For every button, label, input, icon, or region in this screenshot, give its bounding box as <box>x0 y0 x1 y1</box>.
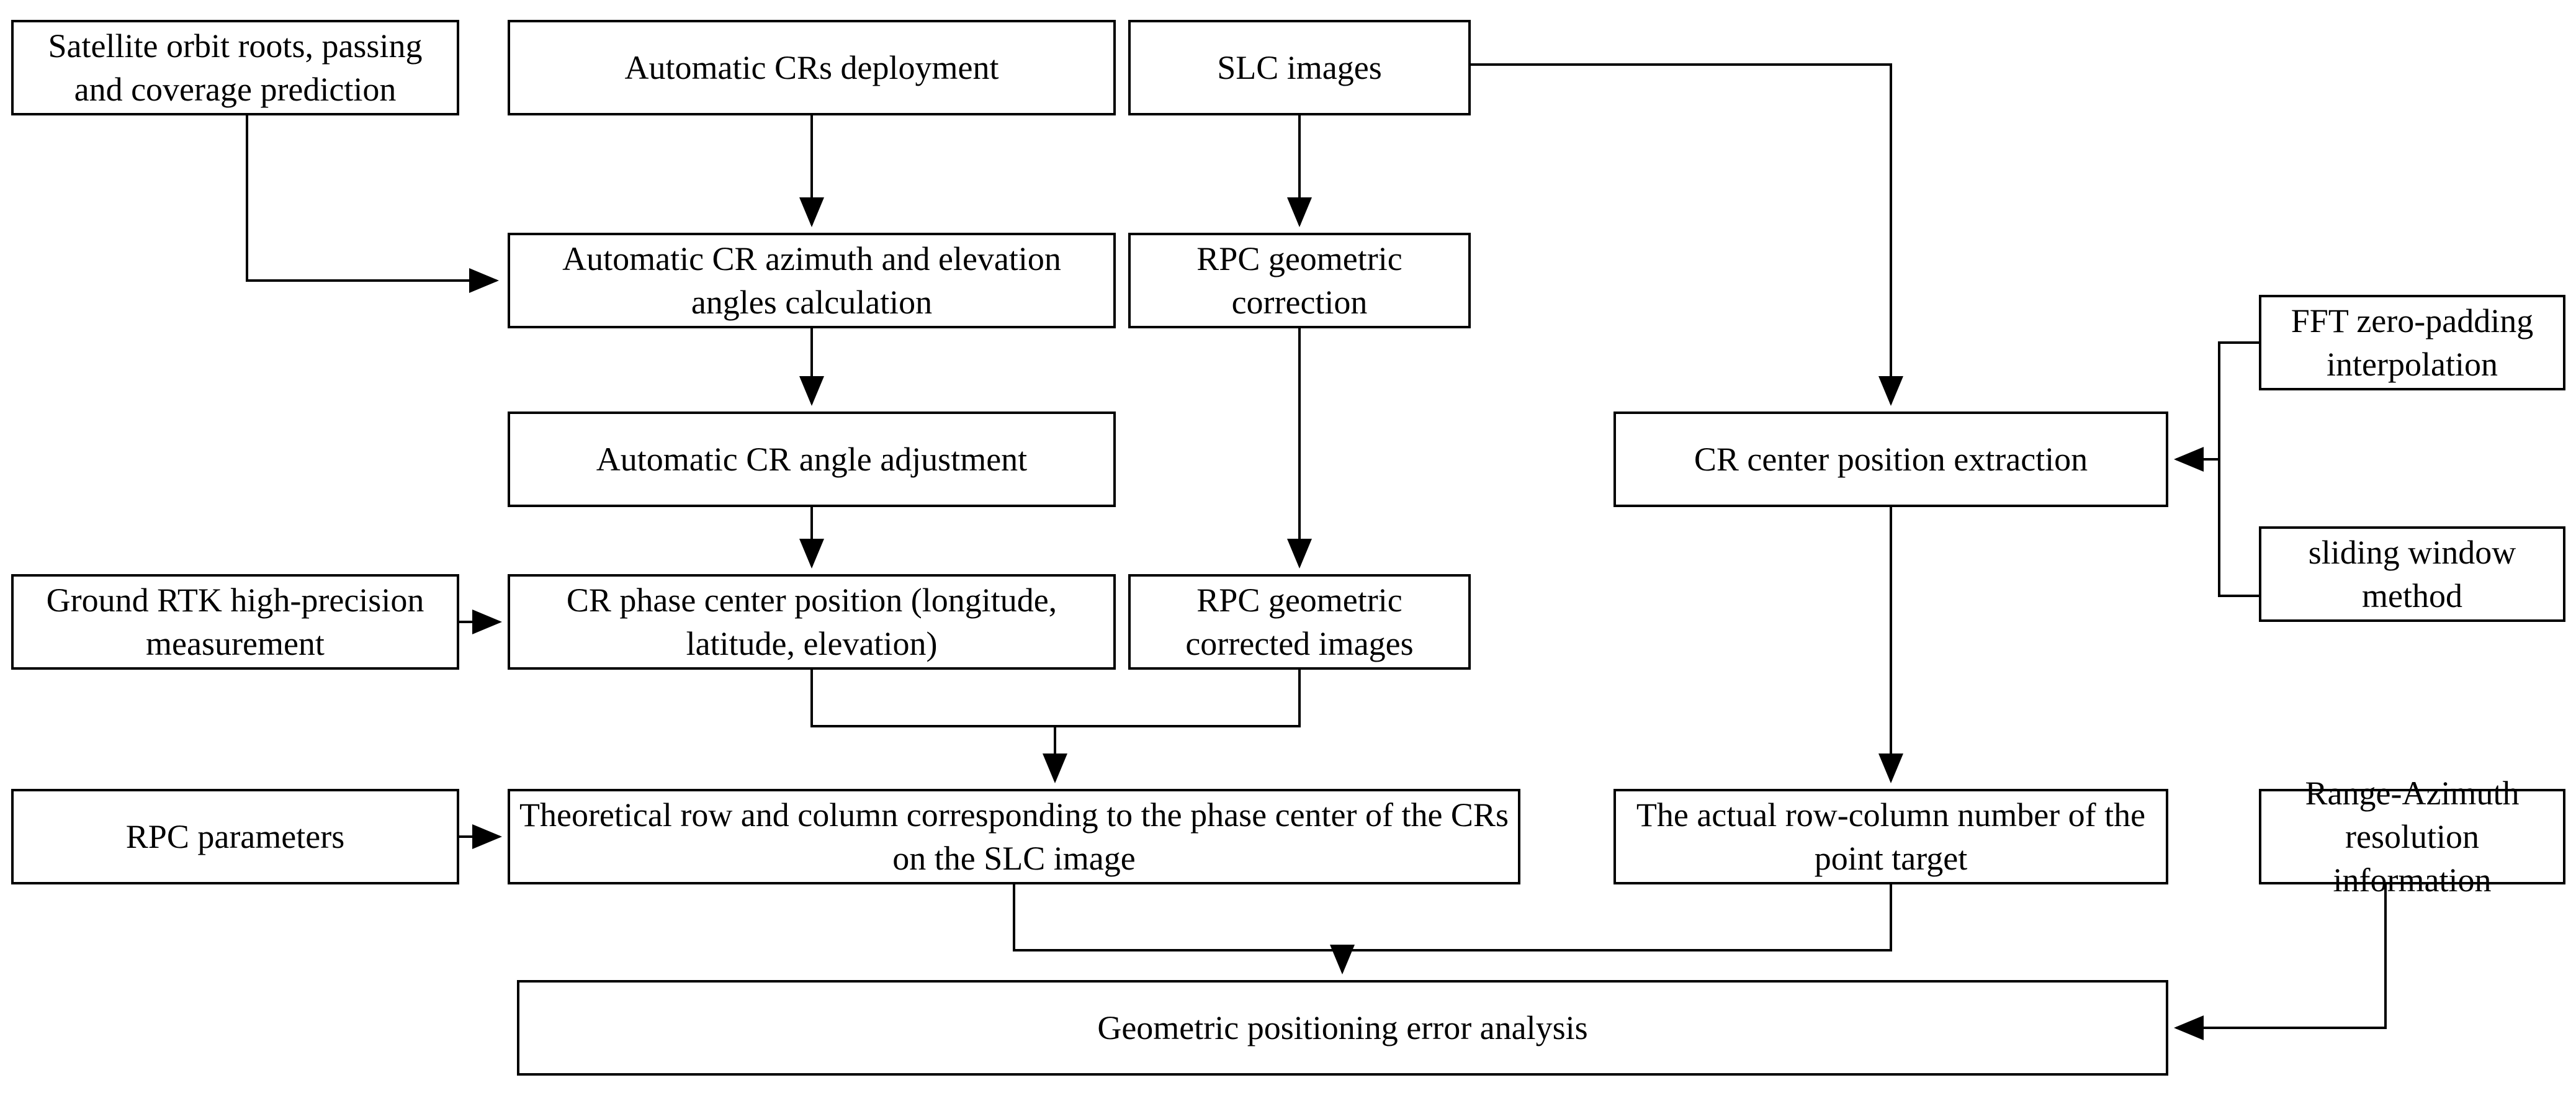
node-label: Ground RTK high-precision measurement <box>46 581 424 662</box>
edge-satellite-to-azimuth <box>246 115 499 293</box>
edge-fft-to-cr-center <box>2174 341 2259 472</box>
node-satellite-orbit-roots[interactable]: Satellite orbit roots, passing and cover… <box>11 20 459 115</box>
edge-range-azimuth-to-error-analysis <box>2174 884 2387 1040</box>
node-label: Automatic CRs deployment <box>624 48 999 86</box>
node-label: The actual row-column number of the poin… <box>1636 796 2146 877</box>
node-label: CR center position extraction <box>1694 440 2088 478</box>
node-cr-phase-center-position[interactable]: CR phase center position (longitude, lat… <box>508 574 1116 670</box>
node-rpc-geometric-correction[interactable]: RPC geometric correction <box>1128 233 1471 328</box>
edge-slc-to-cr-center <box>1471 63 1903 406</box>
edge-phase-center-to-theoretical <box>810 670 1301 783</box>
node-label: Range-Azimuth resolution information <box>2305 774 2520 899</box>
edge-sliding-window-to-cr-center <box>2218 459 2259 597</box>
node-label: Satellite orbit roots, passing and cover… <box>48 27 423 108</box>
node-automatic-cr-angle-adjustment[interactable]: Automatic CR angle adjustment <box>508 412 1116 507</box>
node-rpc-parameters[interactable]: RPC parameters <box>11 789 459 884</box>
node-automatic-crs-deployment[interactable]: Automatic CRs deployment <box>508 20 1116 115</box>
node-actual-row-column-number[interactable]: The actual row-column number of the poin… <box>1613 789 2168 884</box>
node-ground-rtk-measurement[interactable]: Ground RTK high-precision measurement <box>11 574 459 670</box>
node-label: RPC parameters <box>125 817 345 855</box>
node-cr-center-position-extraction[interactable]: CR center position extraction <box>1613 412 2168 507</box>
node-geometric-positioning-error-analysis[interactable]: Geometric positioning error analysis <box>517 980 2168 1076</box>
edge-to-error-analysis <box>1013 884 1892 974</box>
node-label: sliding window method <box>2308 533 2516 614</box>
node-label: RPC geometric corrected images <box>1185 581 1414 662</box>
node-label: Automatic CR azimuth and elevation angle… <box>562 240 1061 321</box>
node-label: Theoretical row and column corresponding… <box>519 796 1509 877</box>
node-label: FFT zero-padding interpolation <box>2291 302 2534 383</box>
node-label: RPC geometric correction <box>1196 240 1402 321</box>
node-label: Geometric positioning error analysis <box>1097 1009 1588 1046</box>
node-fft-zero-padding-interpolation[interactable]: FFT zero-padding interpolation <box>2259 295 2565 390</box>
node-theoretical-row-column[interactable]: Theoretical row and column corresponding… <box>508 789 1520 884</box>
node-automatic-cr-azimuth-elevation[interactable]: Automatic CR azimuth and elevation angle… <box>508 233 1116 328</box>
node-sliding-window-method[interactable]: sliding window method <box>2259 526 2565 622</box>
node-label: CR phase center position (longitude, lat… <box>566 581 1057 662</box>
node-rpc-geometric-corrected-images[interactable]: RPC geometric corrected images <box>1128 574 1471 670</box>
node-label: SLC images <box>1217 48 1382 86</box>
node-slc-images[interactable]: SLC images <box>1128 20 1471 115</box>
node-range-azimuth-resolution[interactable]: Range-Azimuth resolution information <box>2259 775 2565 899</box>
node-label: Automatic CR angle adjustment <box>596 440 1028 478</box>
